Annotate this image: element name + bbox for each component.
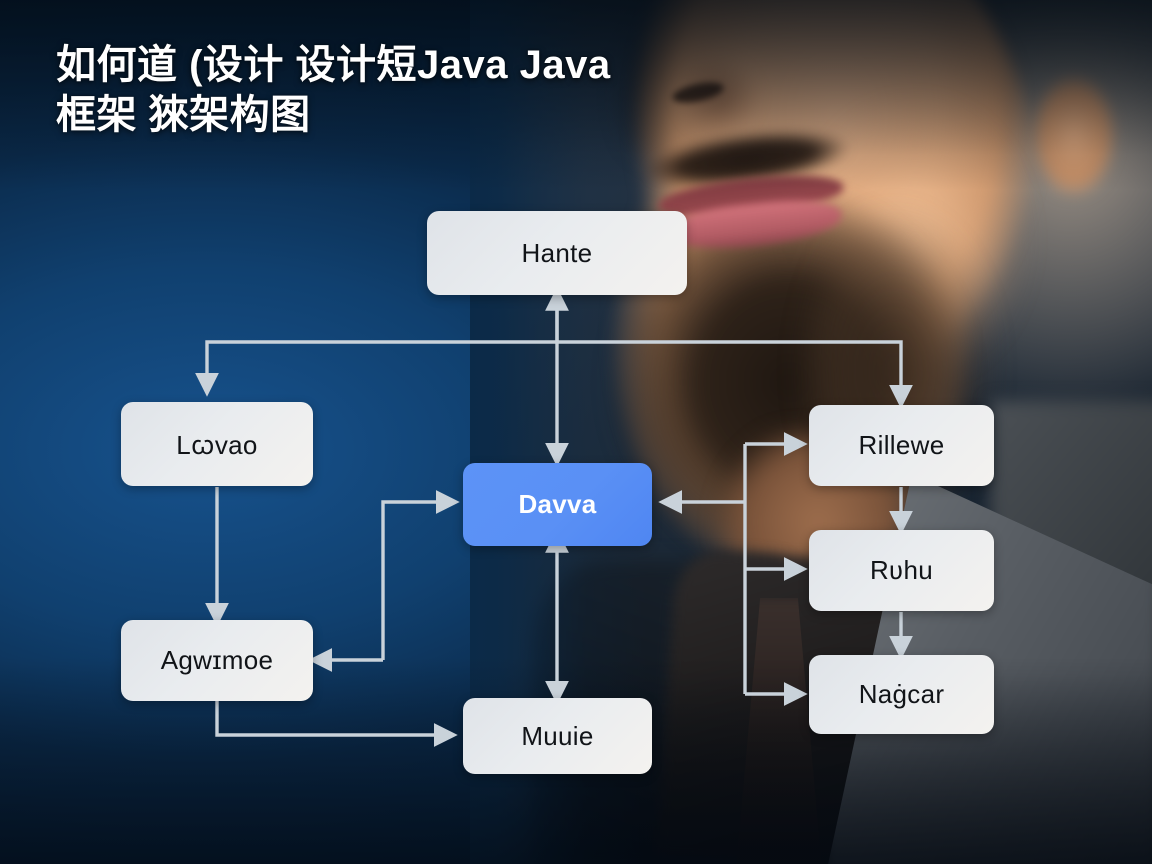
node-davva[interactable]: Davva: [463, 463, 652, 546]
node-ruhu-label: Rʋhu: [869, 555, 934, 585]
node-nagcar[interactable]: Naġcar: [809, 655, 994, 734]
edge-davva-to-agwimoe-in: [381, 490, 460, 660]
node-agwimoe[interactable]: Agwɪmoe: [121, 620, 313, 701]
node-hante[interactable]: Hante: [427, 211, 687, 295]
node-hante-label: Hante: [521, 237, 593, 268]
title-line-2: 框架 猍架构图: [56, 93, 311, 137]
title-line-1: 如何道 (设计 设计短Java Java: [56, 43, 611, 87]
node-rillewe[interactable]: Rillewe: [809, 405, 994, 486]
edge-agwimoe-to-muuie: [215, 700, 458, 747]
node-lovao-label: Lꞷvao: [176, 430, 258, 460]
node-lovao[interactable]: Lꞷvao: [121, 402, 313, 486]
node-rillewe-label: Rillewe: [858, 430, 945, 460]
node-muuie[interactable]: Muuie: [463, 698, 652, 774]
node-davva-label: Davva: [518, 489, 597, 519]
node-ruhu[interactable]: Rʋhu: [809, 530, 994, 611]
node-agwimoe-label: Agwɪmoe: [160, 645, 274, 675]
node-nagcar-label: Naġcar: [858, 679, 945, 709]
node-muuie-label: Muuie: [521, 720, 594, 751]
edge-hante-to-rillewe: [557, 340, 913, 409]
edge-hante-to-lovao: [195, 300, 559, 397]
slide-title: 如何道 (设计 设计短Java Java 框架 猍架构图: [56, 40, 696, 140]
